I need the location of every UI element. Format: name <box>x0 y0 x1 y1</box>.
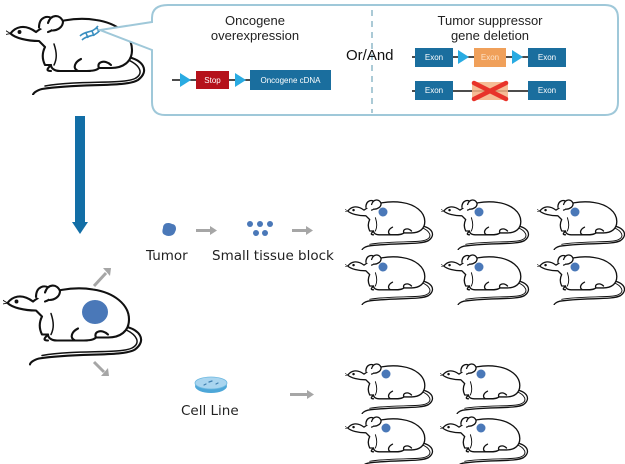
arrow-up-right <box>92 268 111 288</box>
pdx-mice-grid <box>345 199 625 305</box>
loxp-site-icon <box>458 50 469 64</box>
loxp-site-icon <box>512 50 523 64</box>
floxed-exon-label: Exon <box>480 53 500 62</box>
cdx-mice-grid <box>345 363 529 464</box>
floxed-construct <box>412 48 566 67</box>
loxp-site-icon <box>235 73 246 87</box>
stop-box <box>196 71 229 89</box>
title-line: Tumor suppressor <box>437 13 543 28</box>
petri-dish-icon <box>194 376 228 393</box>
arrow-right <box>196 226 217 235</box>
arrow-down-right <box>92 360 109 376</box>
tumor-suppressor-deletion-title: Tumor suppressor gene deletion <box>420 13 560 43</box>
tumor-label: Tumor <box>146 248 188 264</box>
small-tissue-blocks-icon <box>247 221 273 236</box>
or-and-label: Or/And <box>346 47 394 64</box>
xenograft-mouse <box>441 199 530 250</box>
small-tissue-block-label: Small tissue block <box>212 248 334 264</box>
xenograft-mouse <box>345 416 434 464</box>
exon-label: Exon <box>424 53 444 62</box>
xenograft-mouse <box>440 363 529 414</box>
xenograft-mouse <box>440 416 529 464</box>
xenograft-mouse <box>345 254 434 305</box>
loxp-site-icon <box>180 73 191 87</box>
xenograft-mouse <box>345 363 434 414</box>
stop-label: Stop <box>204 75 221 85</box>
arrow-right <box>290 390 314 399</box>
exon-box <box>528 48 566 67</box>
xenograft-mouse <box>537 254 625 305</box>
title-line: Oncogene <box>225 13 285 28</box>
main-down-arrow <box>72 116 88 234</box>
exon-box <box>528 81 566 100</box>
exon-box <box>415 48 453 67</box>
oncogene-overexpression-title: Oncogene overexpression <box>190 13 320 43</box>
deletion-x-icon <box>471 80 509 102</box>
xenograft-mouse <box>441 254 530 305</box>
mouse-illustration <box>3 284 143 366</box>
oncogene-construct <box>172 70 331 90</box>
tumor-icon <box>162 223 176 236</box>
oncogene-cdna-box <box>250 70 331 90</box>
exon-label: Exon <box>537 86 557 95</box>
exon-box <box>415 81 453 100</box>
exon-label: Exon <box>424 86 444 95</box>
xenograft-mouse <box>345 199 434 250</box>
floxed-exon-box <box>474 48 506 67</box>
oncogene-cdna-label: Oncogene cDNA <box>260 75 321 85</box>
cell-line-label: Cell Line <box>181 403 239 419</box>
tumor-mass <box>82 300 108 324</box>
xenograft-mouse <box>537 199 625 250</box>
tumor-bearing-mouse <box>3 284 143 366</box>
title-line: gene deletion <box>450 28 530 43</box>
arrow-right <box>292 226 313 235</box>
title-line: overexpression <box>210 28 300 43</box>
deleted-construct <box>412 80 566 102</box>
exon-label: Exon <box>537 53 557 62</box>
